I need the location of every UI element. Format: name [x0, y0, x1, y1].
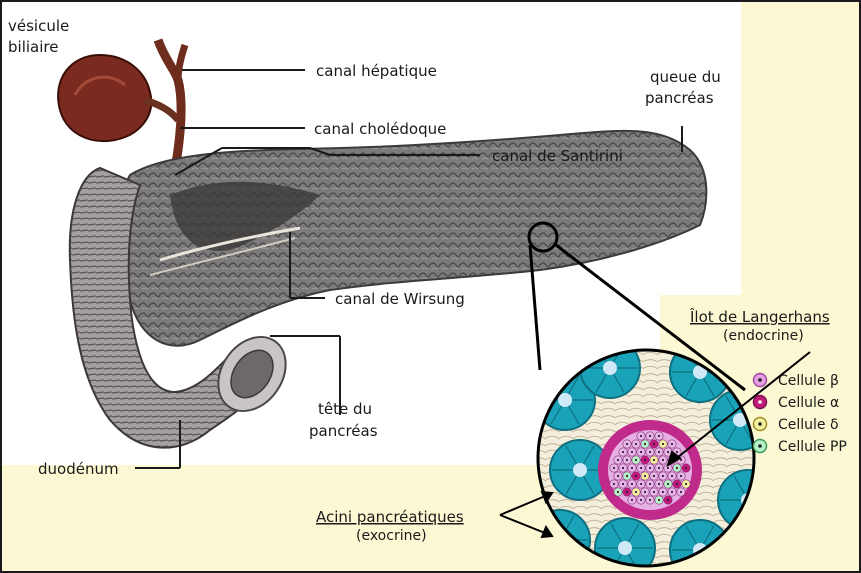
legend-label: Cellule α	[778, 395, 839, 411]
islet-cell	[623, 472, 631, 480]
islet-cell	[673, 480, 681, 488]
islet-cell	[632, 440, 640, 448]
islet-cell	[668, 440, 676, 448]
islet-cell	[655, 464, 663, 472]
islet-cell	[637, 432, 645, 440]
islet-cell	[659, 472, 667, 480]
islet-cell	[632, 472, 640, 480]
islet-cell	[659, 488, 667, 496]
islet-cell	[646, 496, 654, 504]
islet-cell	[650, 456, 658, 464]
label-acini-title: Acini pancréatiques	[316, 508, 464, 526]
islet-cell	[628, 464, 636, 472]
label-acini-sub: (exocrine)	[356, 528, 427, 544]
islet-cell	[637, 480, 645, 488]
islet-cell	[655, 448, 663, 456]
legend-label: Cellule PP	[778, 439, 847, 455]
islet-cell	[623, 456, 631, 464]
label-ilot-title: Îlot de Langerhans	[689, 307, 830, 326]
label-duodenum: duodénum	[38, 460, 119, 478]
label-vesicule-1: vésicule	[8, 17, 69, 35]
islet-cell	[659, 456, 667, 464]
islet-cell	[641, 440, 649, 448]
label-vesicule-2: biliaire	[8, 38, 58, 56]
islet-cell	[646, 432, 654, 440]
islet-cell	[673, 464, 681, 472]
islet-cell	[650, 440, 658, 448]
islet-cell	[619, 448, 627, 456]
islet-cell	[641, 472, 649, 480]
islet-cell	[637, 464, 645, 472]
islet-cell	[628, 496, 636, 504]
label-canal-wirsung: canal de Wirsung	[335, 290, 465, 308]
legend-label: Cellule β	[778, 373, 839, 389]
islet-cell	[641, 488, 649, 496]
islet-cell	[677, 488, 685, 496]
islet-cell	[628, 480, 636, 488]
label-canal-choledoque: canal cholédoque	[314, 120, 446, 138]
label-canal-santirini: canal de Santirini	[492, 147, 623, 165]
islet-cell	[655, 496, 663, 504]
islet-cell	[646, 448, 654, 456]
islet-cell	[668, 488, 676, 496]
islet-cell	[664, 496, 672, 504]
islet-cell	[641, 456, 649, 464]
legend-label: Cellule δ	[778, 417, 839, 433]
islet-cell	[637, 448, 645, 456]
islet-cell	[650, 472, 658, 480]
islet-cell	[682, 480, 690, 488]
islet-cell	[614, 488, 622, 496]
islet-cell	[646, 464, 654, 472]
islet-cell	[668, 472, 676, 480]
islet-cell	[623, 488, 631, 496]
islet-cell	[646, 480, 654, 488]
islet-cell	[619, 480, 627, 488]
islet-cell	[659, 440, 667, 448]
islet-cell	[632, 488, 640, 496]
islet-cell	[682, 464, 690, 472]
panel-top-right	[741, 0, 861, 295]
islet-cell	[632, 456, 640, 464]
islet-cell	[650, 488, 658, 496]
label-canal-hepatique: canal hépatique	[316, 62, 437, 80]
islet-of-langerhans	[598, 420, 702, 520]
islet-cell	[664, 480, 672, 488]
label-queue-1: queue du	[650, 68, 721, 86]
islet-cell	[610, 464, 618, 472]
islet-cell	[637, 496, 645, 504]
islet-cell	[628, 448, 636, 456]
label-ilot-sub: (endocrine)	[723, 328, 804, 344]
label-queue-2: pancréas	[645, 89, 714, 107]
islet-cell	[610, 480, 618, 488]
label-tete-1: tête du	[318, 400, 372, 418]
islet-cell	[614, 456, 622, 464]
label-tete-2: pancréas	[309, 422, 378, 440]
islet-cell	[614, 472, 622, 480]
islet-cell	[623, 440, 631, 448]
islet-cell	[619, 464, 627, 472]
islet-cell	[677, 472, 685, 480]
islet-cell	[655, 432, 663, 440]
islet-cell	[655, 480, 663, 488]
